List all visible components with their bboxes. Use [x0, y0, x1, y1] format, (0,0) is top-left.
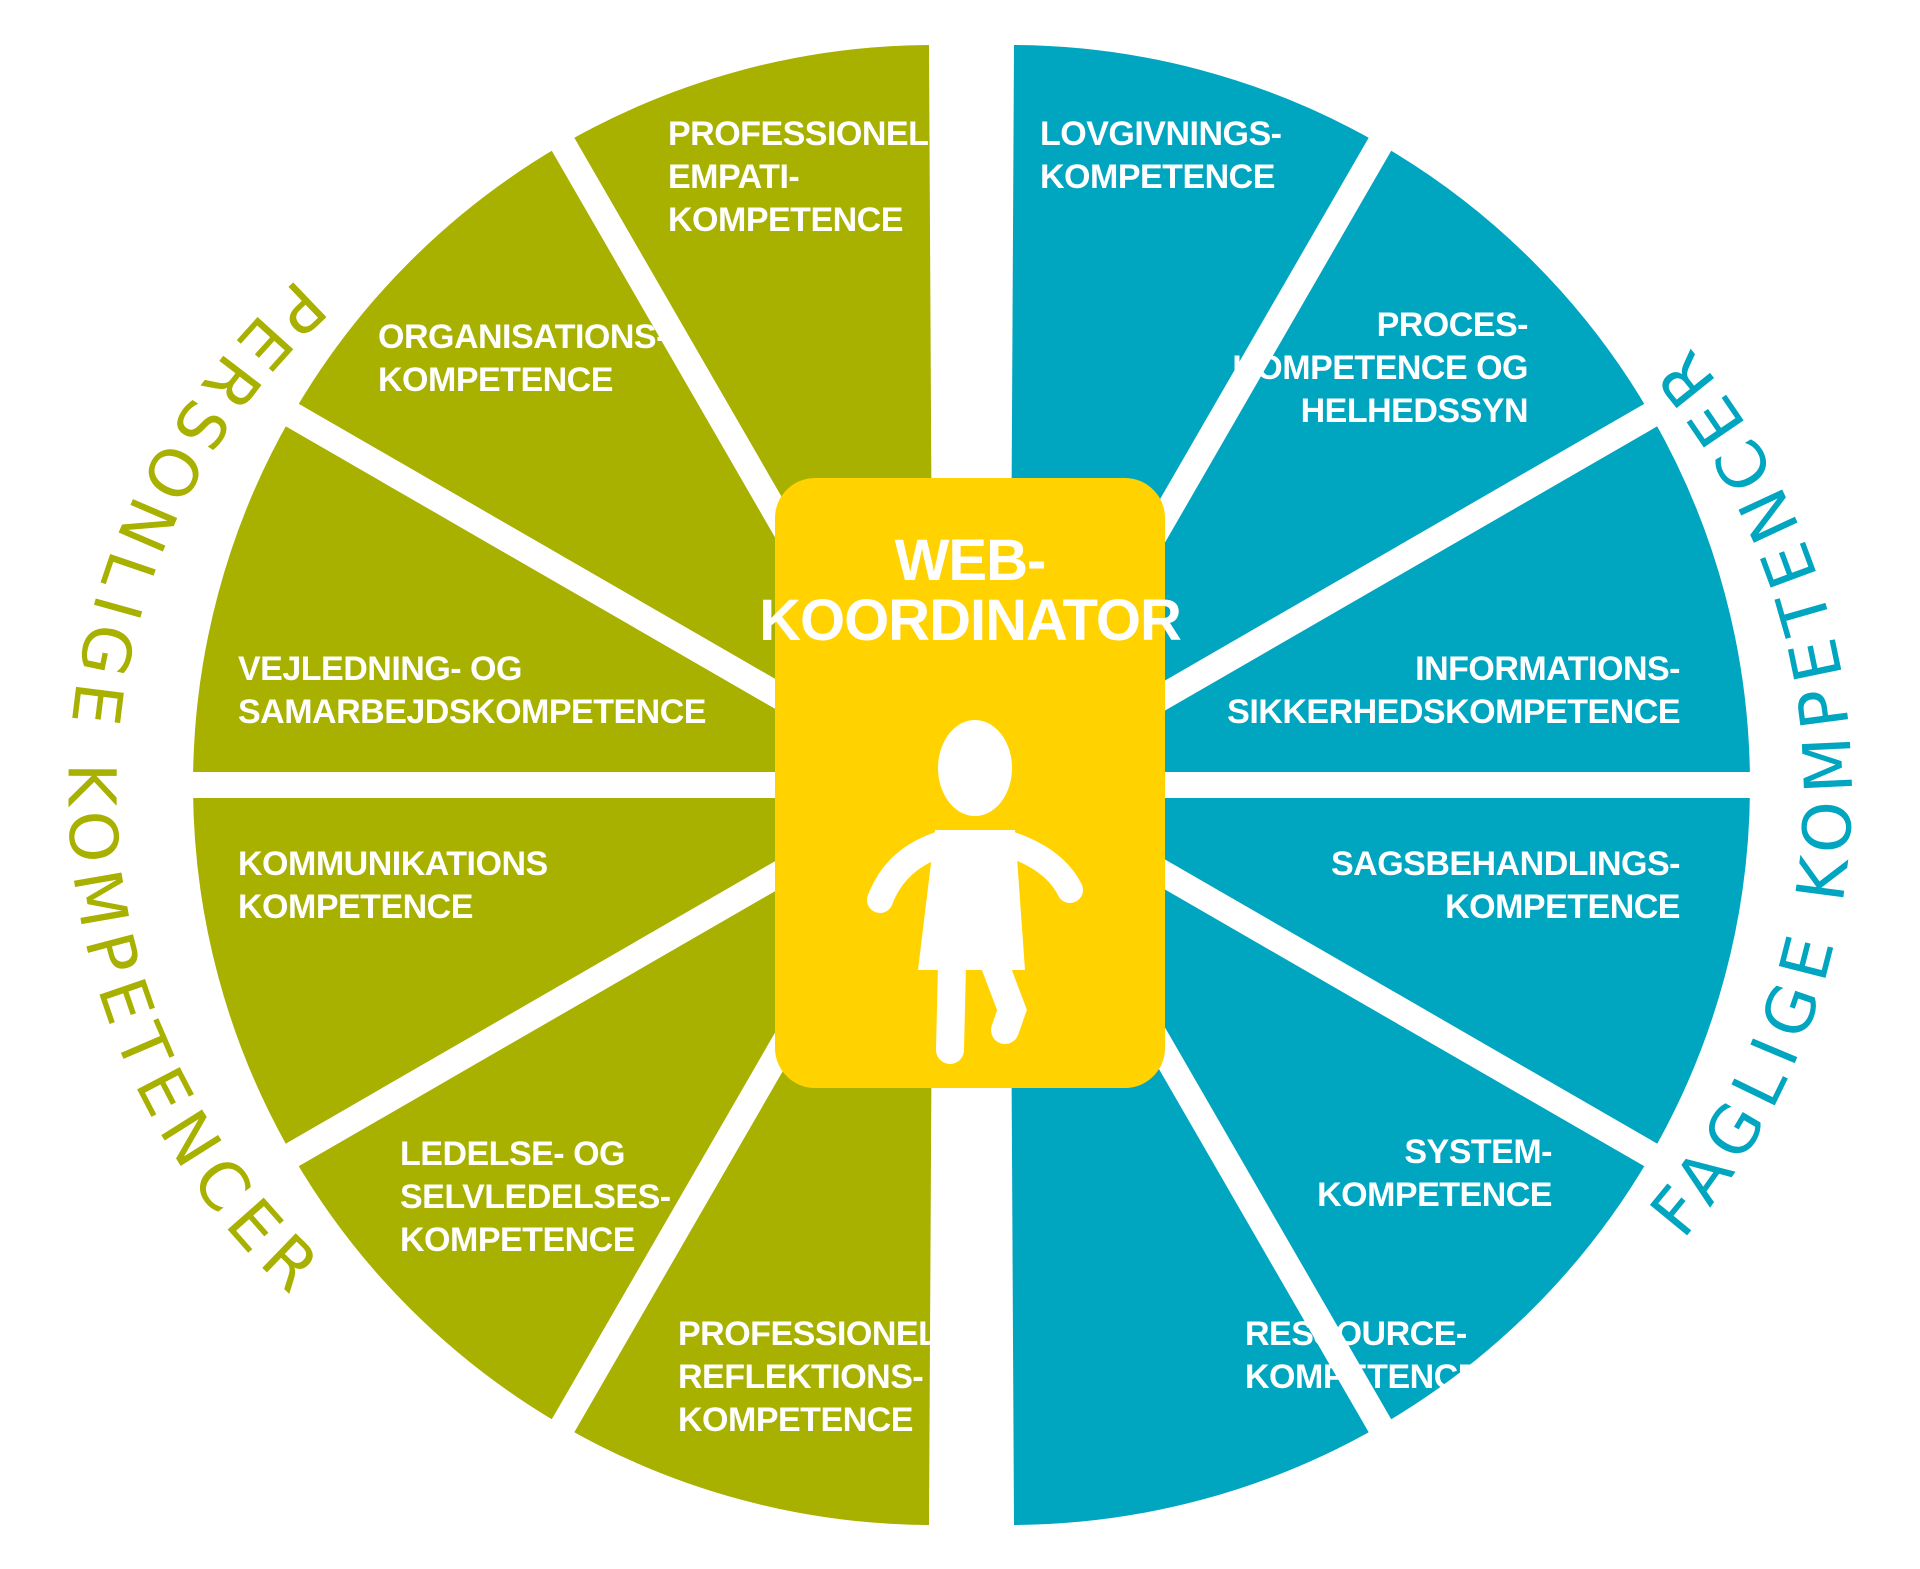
right-segment-label-1-line-2: KOMPETENCE	[1040, 158, 1275, 196]
center-title-line-2: KOORDINATOR	[759, 588, 1181, 653]
right-segment-label-6-line-1: RESSOURCE-	[1245, 1315, 1467, 1353]
center-box: WEB- KOORDINATOR	[759, 478, 1182, 1088]
right-segment-label-2-line-1: PROCES-	[1377, 306, 1528, 344]
right-segment-label-6: RESSOURCE- KOMPETENCE	[1245, 1315, 1480, 1396]
right-segment-label-5-line-1: SYSTEM-	[1404, 1133, 1552, 1171]
left-segment-label-3: VEJLEDNING- OG SAMARBEJDSKOMPETENCE	[238, 650, 706, 731]
left-segment-5	[294, 785, 934, 1424]
left-segment-label-2: ORGANISATIONS- KOMPETENCE	[378, 318, 667, 399]
left-segment-label-1-line-1: PROFESSIONEL	[668, 115, 928, 153]
right-segment-label-5-line-2: KOMPETENCE	[1317, 1176, 1552, 1214]
left-segment-label-4: KOMMUNIKATIONS KOMPETENCE	[238, 845, 548, 926]
right-segment-label-3-line-1: INFORMATIONS-	[1415, 650, 1680, 688]
left-segment-label-1: PROFESSIONEL EMPATI- KOMPETENCE	[668, 115, 928, 239]
right-segment-label-1-line-1: LOVGIVNINGS-	[1040, 115, 1281, 153]
left-segment-label-5-line-1: LEDELSE- OG	[400, 1135, 625, 1173]
person-icon	[867, 720, 1083, 1064]
left-segment-3	[193, 418, 933, 785]
right-segment-label-4-line-1: SAGSBEHANDLINGS-	[1331, 845, 1680, 883]
left-segment-label-6: PROFESSIONEL REFLEKTIONS- KOMPETENCE	[678, 1315, 938, 1439]
right-segment-label-1: LOVGIVNINGS- KOMPETENCE	[1040, 115, 1281, 196]
left-segment-label-6-line-1: PROFESSIONEL	[678, 1315, 938, 1353]
left-segment-label-6-line-3: KOMPETENCE	[678, 1401, 913, 1439]
right-segment-3	[1010, 418, 1750, 785]
left-segment-label-3-line-2: SAMARBEJDSKOMPETENCE	[238, 693, 706, 731]
left-segment-label-4-line-2: KOMPETENCE	[238, 888, 473, 926]
right-segment-label-6-line-2: KOMPETENCE	[1245, 1358, 1480, 1396]
left-segment-label-5-line-2: SELVLEDELSES-	[400, 1178, 671, 1216]
left-segment-4	[193, 785, 933, 1152]
right-segment-label-3-line-2: SIKKERHEDSKOMPETENCE	[1227, 693, 1680, 731]
right-segment-4	[1010, 785, 1750, 1152]
right-segment-label-3: INFORMATIONS- SIKKERHEDSKOMPETENCE	[1227, 650, 1680, 731]
right-segment-label-4: SAGSBEHANDLINGS- KOMPETENCE	[1331, 845, 1680, 926]
left-segment-label-1-line-3: KOMPETENCE	[668, 201, 903, 239]
left-segment-label-5-line-3: KOMPETENCE	[400, 1221, 635, 1259]
center-title-line-1: WEB-	[895, 528, 1046, 593]
left-segment-label-2-line-2: KOMPETENCE	[378, 361, 613, 399]
left-segment-2	[294, 146, 934, 785]
left-segment-label-4-line-1: KOMMUNIKATIONS	[238, 845, 548, 883]
right-segment-label-2-line-3: HELHEDSSYN	[1301, 392, 1528, 430]
left-segment-label-3-line-1: VEJLEDNING- OG	[238, 650, 522, 688]
right-segment-2	[1010, 146, 1649, 785]
right-segment-label-4-line-2: KOMPETENCE	[1445, 888, 1680, 926]
right-segment-label-2-line-2: KOMPETENCE OG	[1232, 349, 1528, 387]
right-segment-label-5: SYSTEM- KOMPETENCE	[1317, 1133, 1552, 1214]
left-segment-label-6-line-2: REFLEKTIONS-	[678, 1358, 923, 1396]
right-segment-5	[1010, 785, 1649, 1424]
left-segment-label-1-line-2: EMPATI-	[668, 158, 799, 196]
left-segment-label-2-line-1: ORGANISATIONS-	[378, 318, 667, 356]
left-segment-label-5: LEDELSE- OG SELVLEDELSES- KOMPETENCE	[400, 1135, 671, 1259]
right-segment-label-2: PROCES- KOMPETENCE OG HELHEDSSYN	[1232, 306, 1528, 430]
